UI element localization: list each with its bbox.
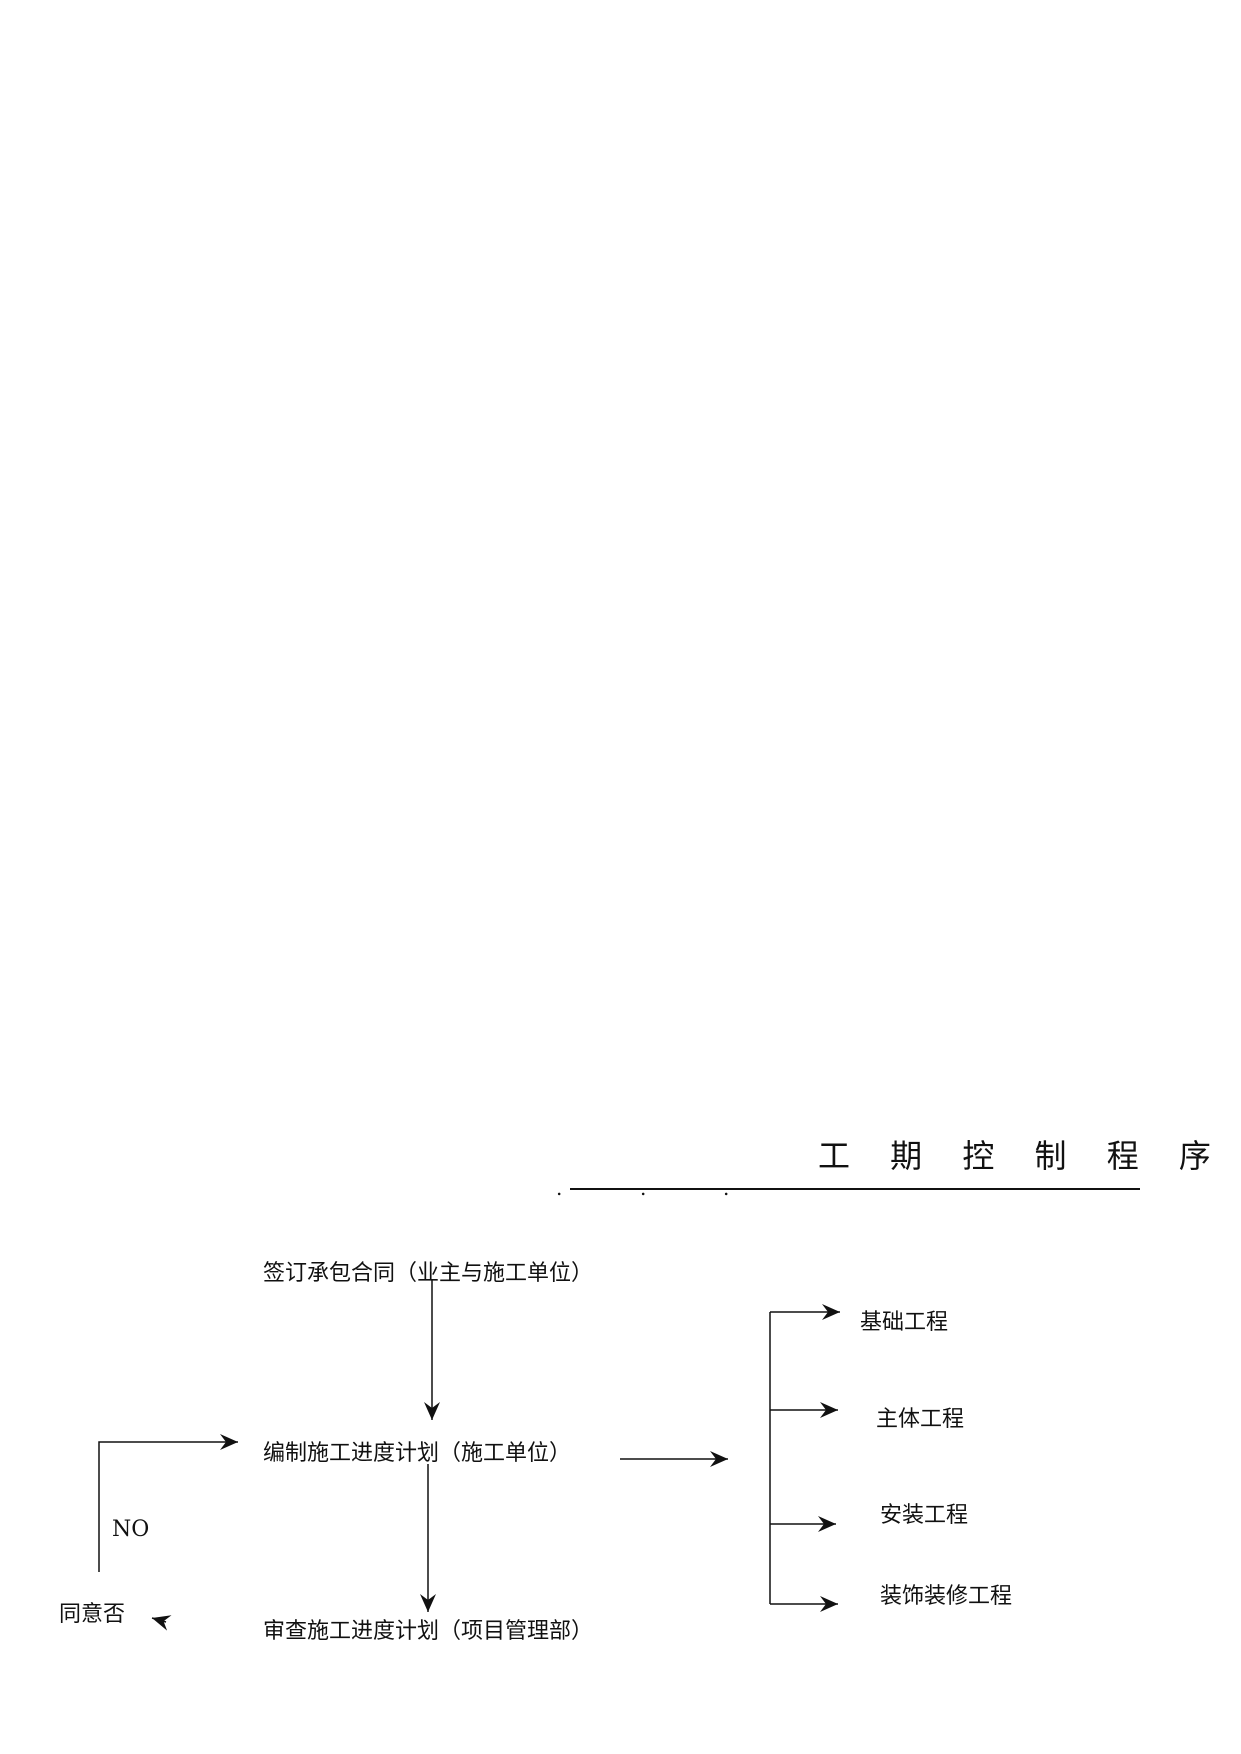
branch-installation: 安装工程 bbox=[880, 1503, 969, 1528]
page-title: 工 期 控 制 程 序 bbox=[818, 1137, 1226, 1175]
node-sign-contract: 签订承包合同（业主与施工单位） bbox=[263, 1261, 594, 1286]
branch-main-structure: 主体工程 bbox=[876, 1407, 965, 1432]
branch-foundation: 基础工程 bbox=[860, 1310, 949, 1335]
node-agree: 同意否 bbox=[59, 1602, 126, 1627]
arrow-review-to-agree bbox=[151, 1615, 172, 1631]
header-dot-1: . bbox=[556, 1176, 563, 1200]
label-no: NO bbox=[112, 1517, 150, 1542]
arrow-no-loop bbox=[98, 1434, 238, 1572]
node-review-schedule: 审查施工进度计划（项目管理部） bbox=[263, 1619, 594, 1644]
branch-decoration: 装饰装修工程 bbox=[880, 1584, 1013, 1609]
node-compile-schedule: 编制施工进度计划（施工单位） bbox=[263, 1441, 572, 1466]
